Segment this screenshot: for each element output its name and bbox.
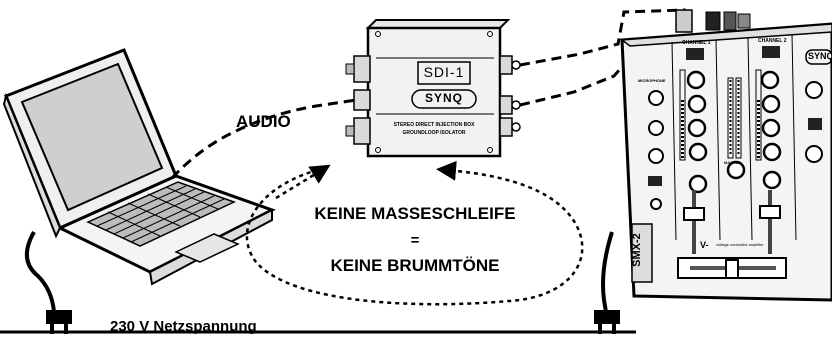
mixer-vca-label: V- <box>700 240 709 250</box>
mixer-microphone-label: MICROPHONE <box>638 78 666 83</box>
laptop-icon <box>2 48 276 313</box>
power-plug-icon <box>46 310 72 334</box>
di-box-brand: SYNQ <box>424 91 463 105</box>
equals-label: = <box>410 232 420 249</box>
dj-mixer <box>601 9 832 313</box>
mixer-channel2-label: CHANNEL 2 <box>758 38 787 44</box>
audio-label: AUDIO <box>236 112 291 131</box>
no-hum-label: KEINE BRUMMTÖNE <box>330 256 500 275</box>
mixer-brand: SYNQ <box>808 51 832 61</box>
audio-cable <box>170 98 357 180</box>
mixer-model: SMX-2 <box>630 233 643 267</box>
mixer-vca-caption: voltage controlled amplifier <box>716 242 764 247</box>
no-ground-loop-label: KEINE MASSESCHLEIFE <box>314 204 516 223</box>
mixer-master-label: MASTER <box>724 160 741 165</box>
di-box-model: SDI-1 <box>423 64 465 80</box>
di-box <box>345 19 521 158</box>
di-box-caption-1: STEREO DIRECT INJECTION BOX <box>393 122 475 128</box>
mixer-channel1-label: CHANNEL 1 <box>682 40 711 46</box>
power-plug-icon <box>594 310 620 334</box>
loop-arrow <box>275 164 331 200</box>
di-box-caption-2: GROUNDLOOP ISOLATOR <box>402 130 466 136</box>
loop-ellipse <box>245 160 584 306</box>
mains-label: 230 V Netzspannung <box>110 318 257 335</box>
